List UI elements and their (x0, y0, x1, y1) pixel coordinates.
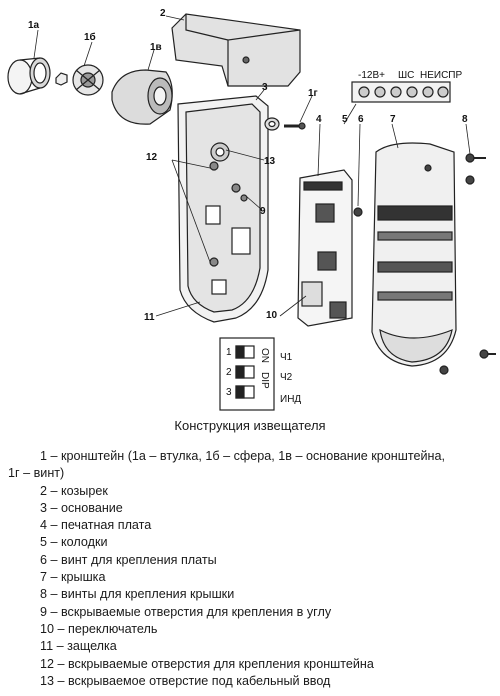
switch-dip-label: DIP (259, 372, 270, 389)
pcb-screw-part-6 (353, 207, 363, 217)
parts-legend: 1 – кронштейн (1а – втулка, 1б – сфера, … (8, 448, 494, 690)
legend-item: 6 – винт для крепления платы (40, 552, 217, 567)
legend-item: 3 – основание (40, 500, 123, 515)
terminal-block-part-5 (351, 81, 451, 103)
legend-item: 11 – защелка (40, 639, 117, 654)
legend-item: 12 – вскрываемые отверстия для крепления… (40, 656, 374, 671)
legend-item: 8 – винты для крепления крышки (40, 587, 235, 602)
switch-position-3: 3 (226, 387, 232, 398)
legend-item: 10 – переключатель (40, 621, 158, 636)
label-part-2: 2 (160, 8, 166, 19)
label-part-9: 9 (260, 206, 266, 217)
legend-item: 2 – козырек (40, 483, 108, 498)
switch-indicator: ИНД (280, 394, 301, 405)
sphere-part-1b (55, 64, 104, 96)
dip-switch-part-10 (219, 337, 275, 411)
switch-on-label: ON (259, 348, 270, 363)
label-part-1v: 1в (150, 42, 162, 53)
legend-item: 1 – кронштейн (1а – втулка, 1б – сфера, … (40, 449, 445, 463)
label-part-5: 5 (342, 114, 348, 125)
terminal-label-fault: НЕИСПР (420, 70, 462, 81)
pcb-part-4 (297, 169, 353, 327)
terminal-label-loop: ШС (398, 70, 414, 81)
screw-part-1g (264, 117, 306, 131)
exploded-view-drawing: 1а 1б 1в 2 3 1г 4 5 6 7 8 9 10 11 12 13 … (7, 8, 496, 411)
figure-caption: Конструкция извещателя (174, 418, 326, 433)
legend-item: 7 – крышка (40, 570, 106, 585)
label-part-1b: 1б (84, 31, 96, 43)
label-part-8: 8 (462, 114, 468, 125)
legend-item: 1г – винт) (8, 466, 65, 481)
base-part-3 (177, 95, 269, 323)
legend-item: 9 – вскрываемые отверстия для крепления … (40, 604, 332, 619)
bracket-base-part-1v (111, 69, 173, 125)
label-part-4: 4 (316, 114, 322, 125)
label-part-10: 10 (266, 310, 278, 321)
switch-channel-1: Ч1 (280, 352, 293, 363)
switch-position-1: 1 (226, 347, 232, 358)
cover-part-7 (371, 142, 457, 367)
label-part-12: 12 (146, 152, 158, 163)
label-part-13: 13 (264, 156, 276, 167)
bushing-part-1a (7, 57, 51, 95)
terminal-label-power: -12В+ (358, 70, 385, 81)
switch-channel-2: Ч2 (280, 372, 293, 383)
legend-item: 13 – вскрываемое отверстие под кабельный… (40, 673, 331, 688)
legend-item: 4 – печатная плата (40, 518, 152, 533)
label-part-11: 11 (144, 312, 155, 323)
label-part-1g: 1г (308, 88, 318, 99)
label-part-7: 7 (390, 114, 396, 125)
cover-screws-part-8 (439, 153, 496, 375)
label-part-3: 3 (262, 82, 268, 93)
switch-position-2: 2 (226, 367, 232, 378)
visor-part-2 (171, 13, 301, 87)
label-part-1a: 1а (28, 20, 40, 31)
legend-item: 5 – колодки (40, 535, 108, 550)
label-part-6: 6 (358, 114, 364, 125)
